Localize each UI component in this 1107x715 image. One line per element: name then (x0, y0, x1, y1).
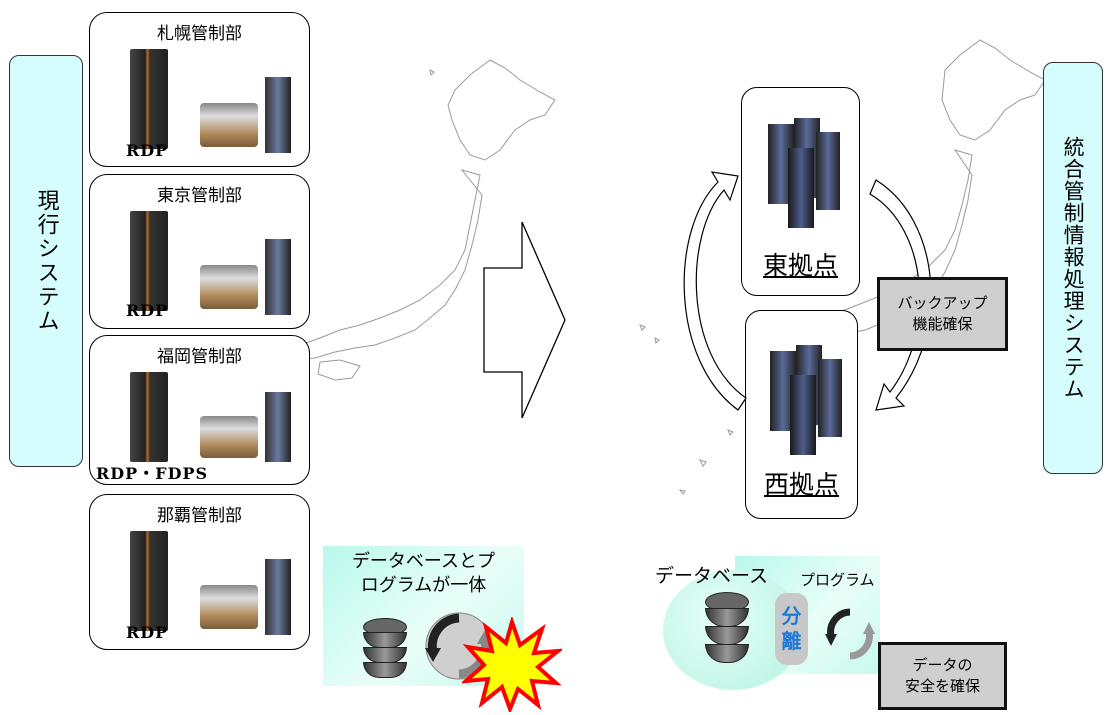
server-rack-icon (130, 531, 168, 631)
center-title: 那覇管制部 (157, 506, 242, 526)
console-icon (200, 585, 258, 629)
backup-function-text: バックアップ 機能確保 (897, 294, 988, 333)
console-icon (200, 103, 258, 147)
current-system-label: 現行システム (9, 55, 83, 467)
west-site-label: 西拠点 (763, 470, 839, 499)
data-safety-text: データの 安全を確保 (904, 656, 980, 695)
curved-arrow-down-icon (869, 179, 932, 411)
server-cluster-icon (762, 345, 842, 455)
east-site-label: 東拠点 (762, 251, 838, 280)
curved-arrow-up-icon (683, 171, 747, 411)
backup-function-box: バックアップ 機能確保 (877, 277, 1008, 351)
current-system-text: 現行システム (33, 189, 59, 333)
data-safety-box: データの 安全を確保 (878, 642, 1007, 710)
warning-burst-icon (462, 617, 562, 712)
server-rack-icon (130, 372, 168, 462)
system-label: RDP (126, 141, 169, 160)
system-label: RDP (126, 301, 169, 320)
console-icon (200, 265, 258, 309)
tower-server-icon (265, 559, 291, 635)
new-db-label: データベース (655, 565, 769, 587)
integrated-system-label: 統合管制情報処理システム (1043, 62, 1103, 474)
center-box-fukuoka: 福岡管制部 RDP・FDPS (89, 335, 310, 485)
integrated-db-text: データベースとプ ログラムが一体 (351, 551, 496, 597)
west-site-box: 西拠点 (745, 310, 858, 519)
east-site-box: 東拠点 (741, 87, 860, 296)
integrated-system-text: 統合管制情報処理システム (1061, 136, 1086, 400)
center-box-sapporo: 札幌管制部 RDP (89, 12, 310, 167)
database-icon (363, 618, 407, 678)
console-icon (200, 416, 258, 458)
center-box-tokyo: 東京管制部 RDP (89, 174, 310, 329)
server-rack-icon (130, 211, 168, 311)
server-rack-icon (130, 49, 168, 149)
center-box-naha: 那覇管制部 RDP (89, 494, 310, 650)
tower-server-icon (265, 239, 291, 315)
center-title: 福岡管制部 (157, 347, 242, 367)
separation-text: 分 離 (781, 604, 802, 653)
center-title: 札幌管制部 (157, 24, 242, 44)
tower-server-icon (265, 392, 291, 462)
tower-server-icon (265, 77, 291, 153)
separation-badge: 分 離 (775, 593, 808, 665)
center-title: 東京管制部 (157, 186, 242, 206)
server-cluster-icon (760, 118, 840, 228)
program-cycle-icon (825, 608, 875, 660)
new-program-label: プログラム (800, 571, 875, 589)
system-label: RDP (126, 623, 169, 642)
database-icon (705, 592, 749, 664)
system-label: RDP・FDPS (96, 464, 209, 483)
